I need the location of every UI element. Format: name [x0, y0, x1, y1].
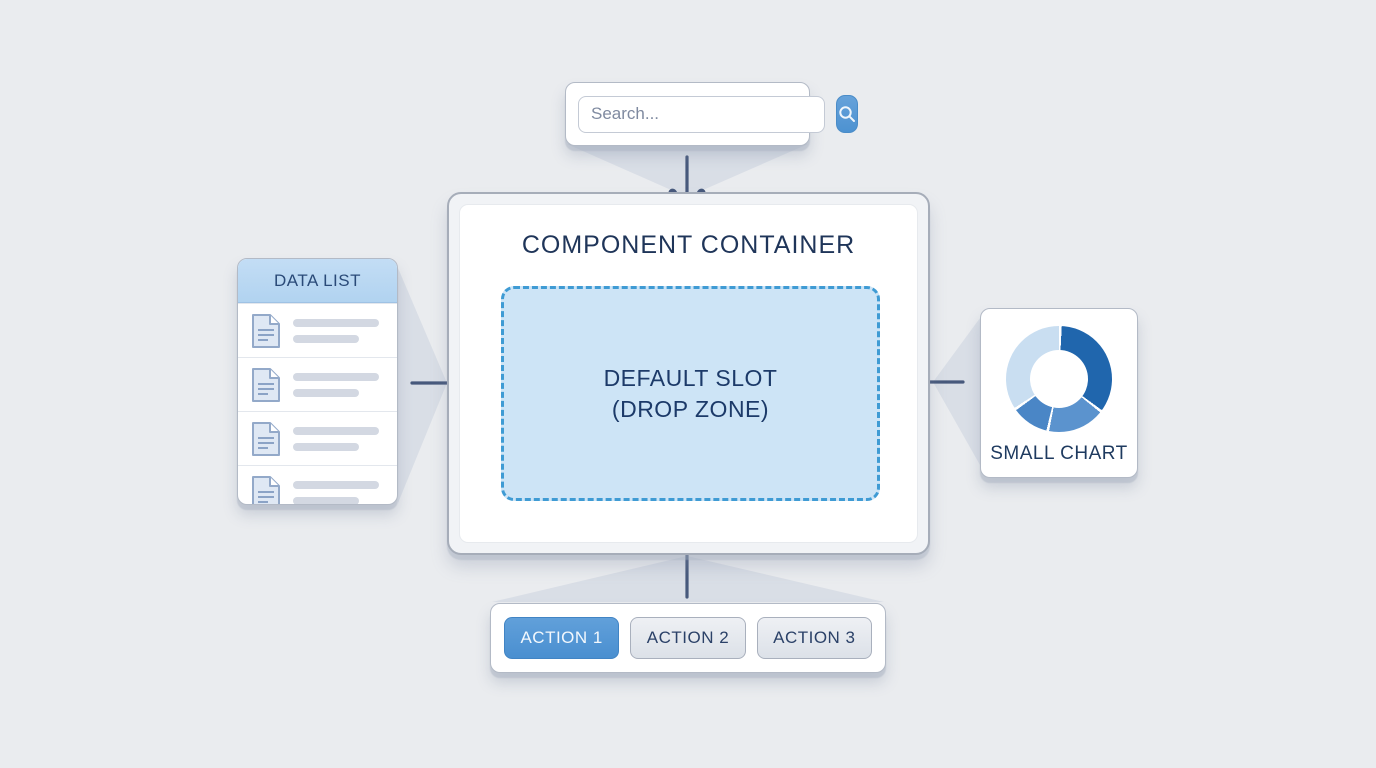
drop-zone-label-line1: DEFAULT SLOT	[603, 364, 778, 391]
placeholder-text-bars	[293, 426, 379, 451]
action-2-button[interactable]: ACTION 2	[630, 617, 746, 659]
list-item[interactable]	[238, 465, 397, 504]
data-list-header: DATA LIST	[238, 259, 397, 303]
document-icon	[252, 421, 280, 456]
small-chart-card[interactable]: SMALL CHART	[980, 308, 1138, 478]
list-item[interactable]	[238, 303, 397, 357]
component-container: COMPONENT CONTAINER DEFAULT SLOT (DROP Z…	[447, 192, 930, 555]
search-input[interactable]	[578, 95, 825, 133]
small-chart-label: SMALL CHART	[990, 443, 1128, 464]
component-container-title: COMPONENT CONTAINER	[521, 231, 856, 259]
placeholder-text-bars	[293, 480, 379, 504]
default-slot-drop-zone[interactable]: DEFAULT SLOT (DROP ZONE)	[501, 286, 880, 501]
funnel-left	[398, 268, 447, 503]
list-item[interactable]	[238, 411, 397, 465]
funnel-top	[567, 144, 808, 197]
placeholder-text-bars	[293, 318, 379, 343]
actions-bar-card: ACTION 1 ACTION 2 ACTION 3	[490, 603, 886, 673]
funnel-bottom	[492, 556, 884, 602]
search-bar-card	[565, 82, 858, 146]
drop-zone-label-line2: (DROP ZONE)	[611, 395, 770, 422]
placeholder-text-bars	[293, 372, 379, 397]
document-icon	[252, 313, 280, 348]
component-container-body: COMPONENT CONTAINER DEFAULT SLOT (DROP Z…	[459, 204, 918, 543]
action-3-button[interactable]: ACTION 3	[756, 617, 872, 659]
list-item[interactable]	[238, 357, 397, 411]
search-button[interactable]	[836, 95, 858, 133]
funnel-right	[933, 318, 980, 465]
data-list-card[interactable]: DATA LIST	[237, 258, 398, 505]
action-1-button[interactable]: ACTION 1	[504, 617, 620, 659]
document-icon	[252, 367, 280, 402]
donut-chart	[1006, 326, 1112, 432]
magnifier-icon	[839, 106, 855, 122]
donut-hole	[1030, 350, 1088, 408]
document-icon	[252, 475, 280, 504]
